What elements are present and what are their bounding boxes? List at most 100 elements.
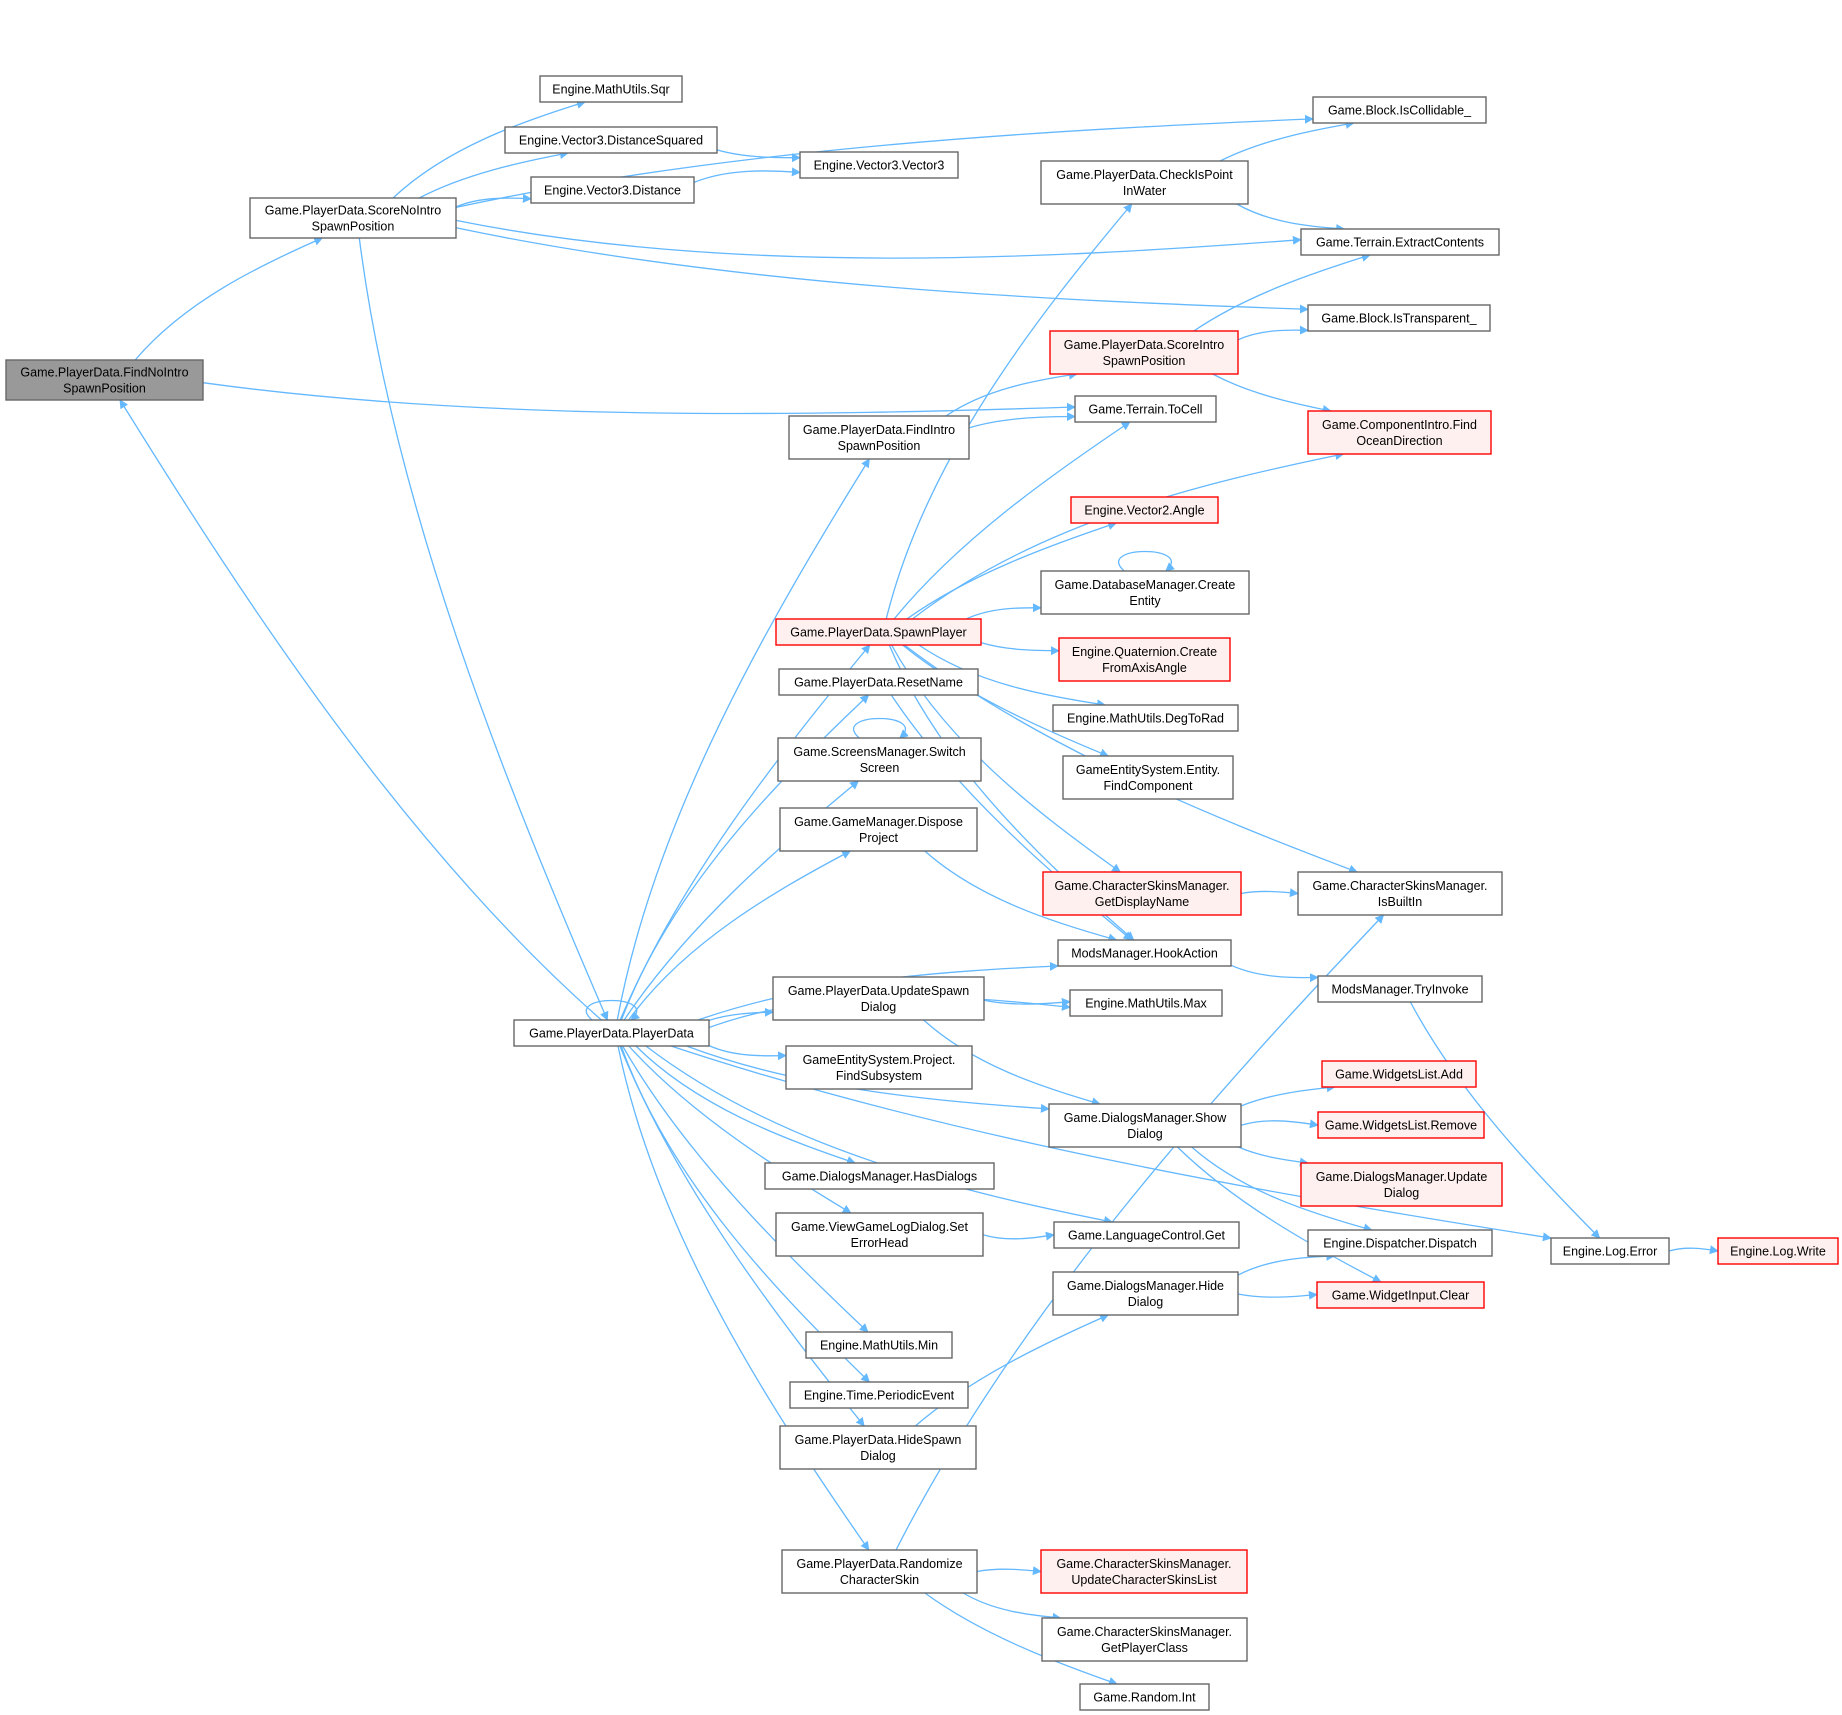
edge-playerData-to-switchScreen xyxy=(623,780,860,1021)
edge-hookAction-to-tryInvoke xyxy=(1230,964,1319,983)
node-logWrite[interactable]: Engine.Log.Write xyxy=(1717,1237,1839,1265)
edge-hideSpawn-to-hideDialog xyxy=(914,1314,1110,1427)
node-isCollidable[interactable]: Game.Block.IsCollidable_ xyxy=(1312,96,1487,124)
node-langGet[interactable]: Game.LanguageControl.Get xyxy=(1053,1221,1240,1249)
node-getPlayerClass[interactable]: Game.CharacterSkinsManager. GetPlayerClas… xyxy=(1041,1617,1248,1662)
edge-spawnPlayer-to-degToRad xyxy=(918,644,1106,709)
edge-scoreNoIntro-to-extract xyxy=(455,219,1302,259)
node-label-line: Game.WidgetsList.Remove xyxy=(1325,1119,1477,1133)
node-label-line: Game.CharacterSkinsManager. xyxy=(1057,1625,1232,1639)
node-label-line: Project xyxy=(859,831,898,845)
node-extract[interactable]: Game.Terrain.ExtractContents xyxy=(1300,228,1500,256)
node-findComponent[interactable]: GameEntitySystem.Entity.FindComponent xyxy=(1062,755,1234,800)
node-box xyxy=(1049,330,1239,375)
node-logError[interactable]: Engine.Log.Error xyxy=(1550,1237,1670,1265)
node-box xyxy=(5,359,204,401)
node-box xyxy=(1040,570,1250,615)
node-box xyxy=(1042,871,1242,916)
node-label-line: Game.PlayerData.ScoreIntro xyxy=(1064,338,1225,352)
node-findSubsystem[interactable]: GameEntitySystem.Project.FindSubsystem xyxy=(785,1045,973,1090)
edge-playerData-to-randomizeSkin xyxy=(617,1045,870,1551)
node-degToRad[interactable]: Engine.MathUtils.DegToRad xyxy=(1052,704,1239,732)
edge-playerData-to-mathMin xyxy=(622,1045,869,1333)
edge-hideDialog-to-widgetClear xyxy=(1237,1290,1318,1300)
node-v3DistSq[interactable]: Engine.Vector3.DistanceSquared xyxy=(504,126,718,154)
node-label-line: Game.PlayerData.PlayerData xyxy=(529,1027,694,1041)
node-box xyxy=(530,176,695,204)
node-label-line: GetPlayerClass xyxy=(1101,1641,1188,1655)
node-box xyxy=(775,618,982,646)
node-resetName[interactable]: Game.PlayerData.ResetName xyxy=(778,668,979,696)
node-playerData[interactable]: Game.PlayerData.PlayerData xyxy=(513,1019,710,1047)
node-box xyxy=(249,197,457,239)
node-box xyxy=(1316,1281,1485,1309)
node-spawnPlayer[interactable]: Game.PlayerData.SpawnPlayer xyxy=(775,618,982,646)
edge-playerData-to-findSubsystem xyxy=(708,1045,787,1061)
node-mathMin[interactable]: Engine.MathUtils.Min xyxy=(805,1331,953,1359)
edge-playerData-to-showDialog xyxy=(686,1045,1050,1113)
node-box xyxy=(539,75,683,103)
node-randomInt[interactable]: Game.Random.Int xyxy=(1079,1683,1210,1711)
node-scoreNoIntro[interactable]: Game.PlayerData.ScoreNoIntroSpawnPositio… xyxy=(249,197,457,239)
edge-logError-to-logWrite xyxy=(1668,1245,1719,1255)
node-isTransparent[interactable]: Game.Block.IsTransparent_ xyxy=(1307,304,1491,332)
node-updateSkinsList[interactable]: Game.CharacterSkinsManager.UpdateCharact… xyxy=(1040,1549,1248,1594)
node-periodic[interactable]: Engine.Time.PeriodicEvent xyxy=(789,1381,969,1409)
node-label-line: Game.WidgetsList.Add xyxy=(1335,1068,1463,1082)
edge-spawnPlayer-to-dbCreate xyxy=(965,603,1042,620)
node-hasDialogs[interactable]: Game.DialogsManager.HasDialogs xyxy=(764,1162,995,1190)
edge-spawnPlayer-to-findComponent xyxy=(902,644,1110,758)
node-hookAction[interactable]: ModsManager.HookAction xyxy=(1057,939,1232,967)
node-widgetClear[interactable]: Game.WidgetInput.Clear xyxy=(1316,1281,1485,1309)
node-isBuiltIn[interactable]: Game.CharacterSkinsManager.IsBuiltIn xyxy=(1297,871,1503,916)
edge-scoreNoIntro-to-playerData xyxy=(358,237,609,1021)
edge-showDialog-to-widgetClear xyxy=(1176,1146,1382,1283)
node-dispatch[interactable]: Engine.Dispatcher.Dispatch xyxy=(1307,1229,1493,1257)
node-label-line: Game.CharacterSkinsManager. xyxy=(1056,1557,1231,1571)
node-mathSqr[interactable]: Engine.MathUtils.Sqr xyxy=(539,75,683,103)
node-v3Dist[interactable]: Engine.Vector3.Distance xyxy=(530,176,695,204)
edge-updateSpawn-to-showDialog xyxy=(923,1019,1101,1107)
node-label-line: Game.DialogsManager.Update xyxy=(1316,1170,1488,1184)
node-mathMax[interactable]: Engine.MathUtils.Max xyxy=(1069,989,1223,1017)
node-v3Ctor[interactable]: Engine.Vector3.Vector3 xyxy=(799,151,959,179)
node-label-line: Engine.Log.Write xyxy=(1730,1245,1826,1259)
edge-showDialog-to-dispatch xyxy=(1191,1146,1373,1233)
node-getDisplayName[interactable]: Game.CharacterSkinsManager.GetDisplayNam… xyxy=(1042,871,1242,916)
node-label-line: Engine.MathUtils.Max xyxy=(1085,997,1207,1011)
node-box xyxy=(1300,1162,1503,1207)
node-label-line: Game.CharacterSkinsManager. xyxy=(1054,879,1229,893)
node-box xyxy=(1074,395,1217,423)
node-toCell[interactable]: Game.Terrain.ToCell xyxy=(1074,395,1217,423)
node-widgetsAdd[interactable]: Game.WidgetsList.Add xyxy=(1321,1060,1477,1088)
node-label-line: ModsManager.TryInvoke xyxy=(1331,983,1468,997)
node-box xyxy=(779,1425,977,1470)
node-label-line: Game.DialogsManager.Show xyxy=(1064,1111,1228,1125)
node-tryInvoke[interactable]: ModsManager.TryInvoke xyxy=(1317,975,1483,1003)
node-box xyxy=(1312,96,1487,124)
node-widgetsRemove[interactable]: Game.WidgetsList.Remove xyxy=(1317,1111,1485,1139)
node-label-line: Game.Random.Int xyxy=(1093,1691,1196,1705)
node-label-line: Game.DatabaseManager.Create xyxy=(1055,578,1236,592)
node-label-line: Game.PlayerData.UpdateSpawn xyxy=(788,984,969,998)
edge-playerData-to-langGet xyxy=(645,1045,1113,1225)
edge-tryInvoke-to-logError xyxy=(1409,1001,1601,1239)
node-v2Angle[interactable]: Engine.Vector2.Angle xyxy=(1070,496,1219,524)
